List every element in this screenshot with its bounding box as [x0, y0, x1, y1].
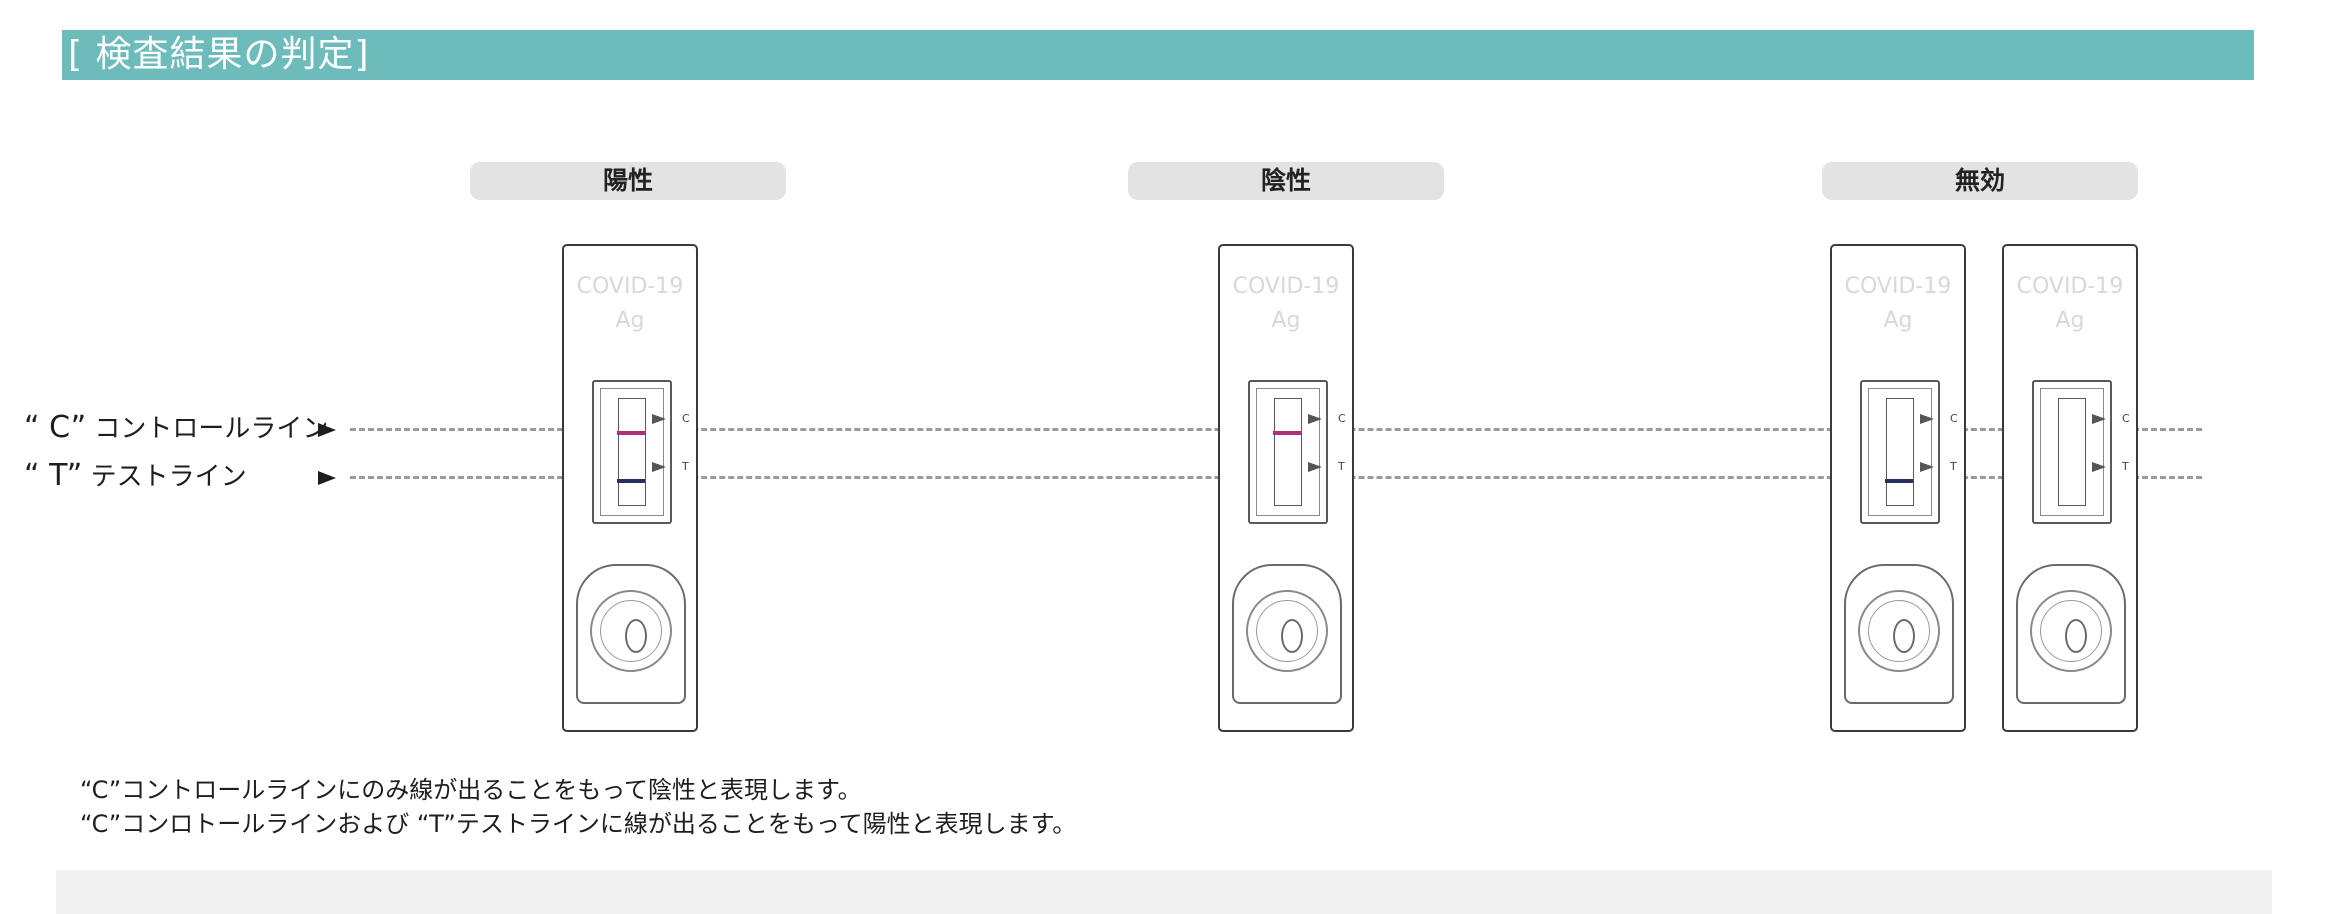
section-title: [ 検査結果の判定]	[68, 34, 370, 75]
t-mark: T	[682, 460, 689, 473]
arrow-icon	[1308, 462, 1322, 472]
arrow-icon	[652, 414, 666, 424]
control-line-label: “ C” コントロールライン	[24, 408, 328, 445]
invalid-cassette-test-only: COVID-19 Ag C T	[1830, 244, 1966, 732]
control-band	[617, 431, 645, 435]
test-line-label: “ T” テストライン	[24, 456, 247, 493]
test-line-quote: “ T”	[24, 458, 83, 493]
arrow-icon	[1308, 414, 1322, 424]
positive-cassette: COVID-19 Ag C T	[562, 244, 698, 732]
test-band	[617, 479, 645, 483]
sample-port-icon	[2065, 619, 2087, 653]
section-header: [ 検査結果の判定]	[62, 30, 2254, 80]
sample-well	[576, 564, 686, 704]
result-window	[2032, 380, 2112, 524]
sample-port-icon	[1281, 619, 1303, 653]
footer-band	[56, 870, 2272, 914]
result-window	[1248, 380, 1328, 524]
arrow-icon	[1920, 462, 1934, 472]
sample-well	[1232, 564, 1342, 704]
control-line-quote: “ C”	[24, 410, 87, 445]
control-band	[1273, 431, 1301, 435]
result-window	[1860, 380, 1940, 524]
test-line-text: テストライン	[90, 462, 247, 492]
c-mark: C	[2122, 412, 2130, 425]
control-pointer-icon	[318, 423, 336, 437]
test-band	[1885, 479, 1913, 483]
cassette-brand: COVID-19 Ag	[2016, 274, 2124, 333]
invalid-cassette-no-lines: COVID-19 Ag C T	[2002, 244, 2138, 732]
arrow-icon	[652, 462, 666, 472]
t-mark: T	[1950, 460, 1957, 473]
sample-port-icon	[1893, 619, 1915, 653]
cassette-brand: COVID-19 Ag	[1232, 274, 1340, 333]
test-strip	[2058, 398, 2086, 506]
test-pointer-icon	[318, 471, 336, 485]
c-mark: C	[1950, 412, 1958, 425]
c-mark: C	[682, 412, 690, 425]
negative-label: 陰性	[1128, 162, 1444, 200]
c-mark: C	[1338, 412, 1346, 425]
negative-cassette: COVID-19 Ag C T	[1218, 244, 1354, 732]
note-negative: “C”コントロールラインにのみ線が出ることをもって陰性と表現します。	[80, 776, 862, 804]
arrow-icon	[2092, 414, 2106, 424]
invalid-label: 無効	[1822, 162, 2138, 200]
positive-label: 陽性	[470, 162, 786, 200]
sample-well	[2016, 564, 2126, 704]
sample-well	[1844, 564, 1954, 704]
test-strip	[1885, 398, 1914, 506]
t-mark: T	[2122, 460, 2129, 473]
arrow-icon	[1920, 414, 1934, 424]
note-positive: “C”コンロトールラインおよび “T”テストラインに線が出ることをもって陽性と表…	[80, 810, 1077, 838]
cassette-brand: COVID-19 Ag	[576, 274, 684, 333]
result-window	[592, 380, 672, 524]
cassette-brand: COVID-19 Ag	[1844, 274, 1952, 333]
test-strip	[617, 398, 646, 506]
control-line-text: コントロールライン	[94, 414, 329, 444]
test-strip	[1273, 398, 1302, 506]
arrow-icon	[2092, 462, 2106, 472]
sample-port-icon	[625, 619, 647, 653]
t-mark: T	[1338, 460, 1345, 473]
